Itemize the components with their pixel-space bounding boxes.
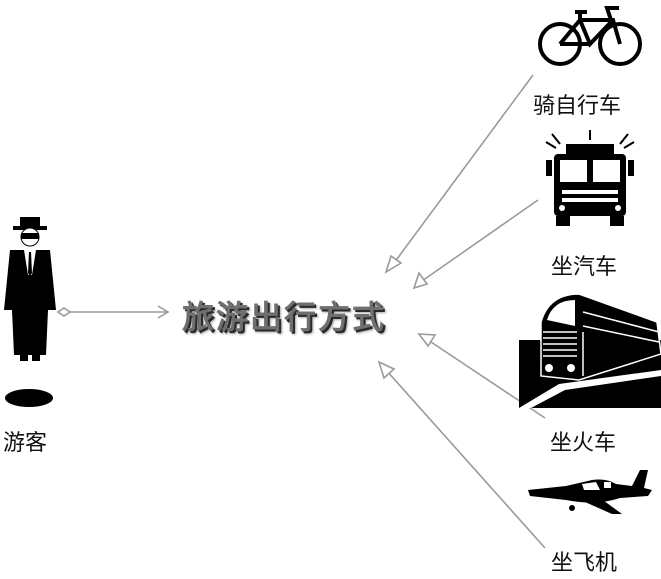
association-arrowhead bbox=[157, 305, 170, 319]
bicycle-arrowhead bbox=[384, 254, 403, 274]
bicycle-icon bbox=[538, 6, 642, 66]
bicycle-node bbox=[535, 2, 645, 68]
tourist-actor bbox=[0, 215, 60, 410]
train-label: 坐火车 bbox=[550, 431, 617, 456]
bus-arrow-line bbox=[421, 199, 539, 282]
train-icon bbox=[519, 293, 661, 408]
center-node-title: 旅游出行方式 bbox=[182, 298, 387, 336]
plane-arrowhead bbox=[377, 360, 396, 380]
tourist-label: 游客 bbox=[3, 431, 48, 456]
bus-label: 坐汽车 bbox=[551, 255, 618, 280]
train-node bbox=[519, 292, 661, 408]
diamond-end bbox=[56, 307, 72, 317]
bicycle-label: 骑自行车 bbox=[533, 94, 622, 119]
fire-truck-icon bbox=[545, 130, 635, 226]
train-arrowhead bbox=[417, 333, 437, 348]
plane-label: 坐飞机 bbox=[551, 551, 618, 576]
plane-arrow-line bbox=[385, 369, 546, 549]
bus-arrowhead bbox=[412, 271, 429, 290]
truck-node bbox=[540, 128, 640, 228]
tourist-icon bbox=[4, 217, 56, 407]
airplane-icon bbox=[528, 470, 652, 514]
plane-node bbox=[526, 466, 654, 518]
bicycle-arrow-line bbox=[393, 74, 534, 264]
